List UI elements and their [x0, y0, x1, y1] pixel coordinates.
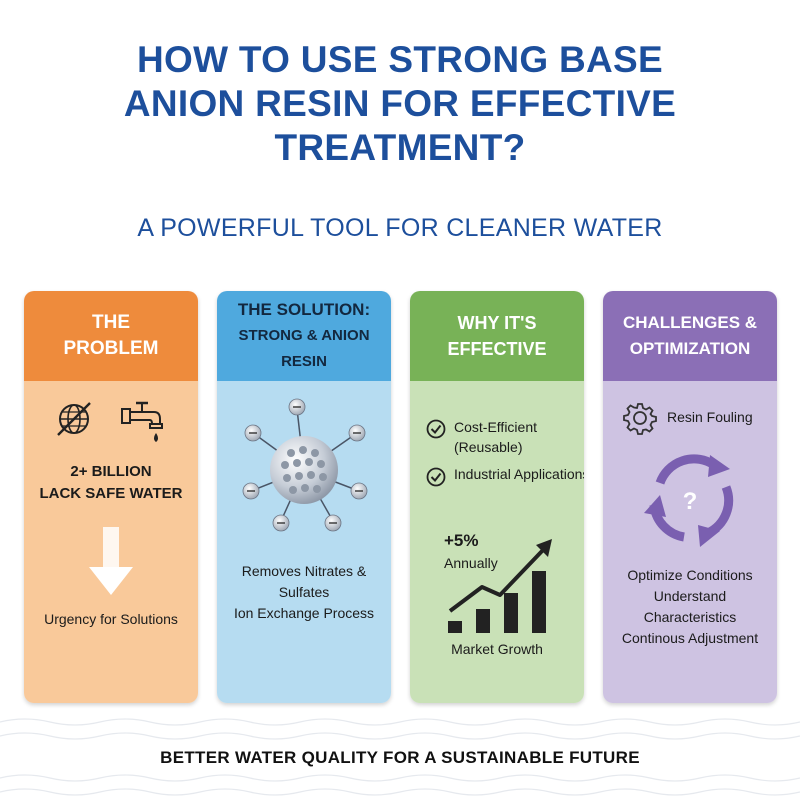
- page-subtitle: A POWERFUL TOOL FOR CLEANER WATER: [137, 214, 663, 242]
- growth-chart-label: Market Growth: [451, 641, 543, 657]
- effective-header-line-1: WHY IT'S: [457, 313, 537, 333]
- challenges-card-body: Resin Fouling ? Optimize Conditions Unde…: [603, 381, 777, 703]
- growth-bar-chart-icon: [448, 539, 552, 633]
- solution-header-line-2: STRONG & ANION RESIN: [238, 327, 370, 370]
- effective-card-header: WHY IT'S EFFECTIVE: [410, 291, 584, 381]
- solution-card-body: Removes Nitrates & Sulfates Ion Exchange…: [217, 381, 391, 703]
- solution-card-header: THE SOLUTION: STRONG & ANION RESIN: [217, 291, 391, 381]
- growth-period: Annually: [444, 555, 498, 571]
- solution-text-line-3: Ion Exchange Process: [233, 605, 375, 621]
- title-line-1: HOW TO USE STRONG BASE: [136, 39, 663, 80]
- solution-text-line-2: Sulfates: [278, 584, 330, 600]
- optimization-list: Optimize Conditions Understand Character…: [603, 565, 777, 649]
- optimization-line-1: Optimize Conditions: [627, 567, 753, 583]
- solution-description: Removes Nitrates & Sulfates Ion Exchange…: [217, 561, 391, 624]
- cycle-question-icon: ?: [644, 454, 734, 547]
- fouling-label: Resin Fouling: [667, 409, 753, 425]
- title-line-2: ANION RESIN FOR EFFECTIVE: [123, 83, 677, 124]
- solution-header-line-1: THE SOLUTION:: [237, 300, 371, 319]
- down-arrow-icon: [89, 527, 133, 595]
- problem-card-body: 2+ BILLION LACK SAFE WATER Urgency for S…: [24, 381, 198, 703]
- gear-icon: [623, 403, 657, 435]
- faucet-icon: [121, 401, 163, 442]
- optimization-line-3: Characteristics: [643, 609, 737, 625]
- growth-value: +5%: [444, 531, 479, 550]
- problem-stat: 2+ BILLION LACK SAFE WATER: [24, 461, 198, 505]
- problem-header-line-1: THE: [92, 312, 130, 333]
- solution-text-line-1: Removes Nitrates &: [241, 563, 367, 579]
- problem-header-line-2: PROBLEM: [63, 338, 159, 359]
- optimization-line-2: Understand: [653, 588, 727, 604]
- optimization-line-4: Continous Adjustment: [621, 630, 759, 646]
- page-title: HOW TO USE STRONG BASE ANION RESIN FOR E…: [0, 38, 800, 170]
- problem-stat-line-1: 2+ BILLION: [70, 463, 152, 480]
- title-line-3: TREATMENT?: [274, 127, 526, 168]
- effective-header-line-2: EFFECTIVE: [447, 339, 547, 359]
- challenges-header-line-2: OPTIMIZATION: [629, 339, 751, 358]
- check-circle-icon: [426, 467, 446, 487]
- check-item-line-1: Cost-Efficient: [454, 419, 537, 435]
- check-item-cost-efficient: Cost-Efficient (Reusable): [454, 417, 537, 457]
- wave-background: [0, 718, 800, 796]
- effective-card-body: Cost-Efficient (Reusable) Industrial App…: [410, 381, 584, 703]
- challenges-header-line-1: CHALLENGES &: [622, 313, 758, 332]
- check-circle-icon: [426, 419, 446, 439]
- resin-bead-icon: [242, 398, 368, 532]
- solution-card: THE SOLUTION: STRONG & ANION RESIN: [217, 291, 391, 703]
- problem-footer: Urgency for Solutions: [44, 611, 178, 627]
- challenges-card: CHALLENGES & OPTIMIZATION Resin Fouling …: [603, 291, 777, 703]
- problem-card: THE PROBLEM 2+ BILLION LACK SAFE WATER: [24, 291, 198, 703]
- problem-stat-line-2: LACK SAFE WATER: [39, 485, 183, 502]
- problem-card-header: THE PROBLEM: [24, 291, 198, 381]
- no-globe-icon: [57, 402, 91, 436]
- effective-card: WHY IT'S EFFECTIVE Cost-Efficient (Reusa…: [410, 291, 584, 703]
- footer-tagline: BETTER WATER QUALITY FOR A SUSTAINABLE F…: [160, 748, 640, 767]
- check-item-industrial: Industrial Applications: [454, 466, 584, 482]
- svg-text:?: ?: [683, 488, 698, 515]
- challenges-card-header: CHALLENGES & OPTIMIZATION: [603, 291, 777, 381]
- check-item-line-2: (Reusable): [454, 439, 523, 455]
